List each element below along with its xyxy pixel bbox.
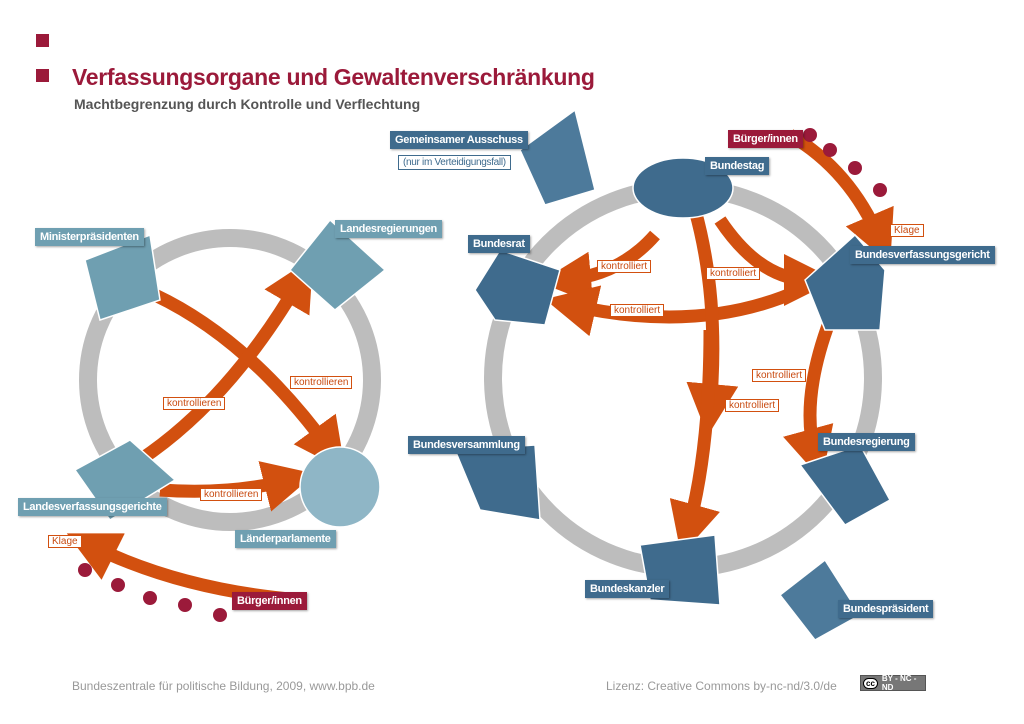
cc-terms: BY - NC - ND — [881, 674, 917, 692]
label-bundeskanzler: Bundeskanzler — [585, 580, 670, 598]
source-credit: Bundeszentrale für politische Bildung, 2… — [72, 679, 375, 693]
tag-kontrollieren: kontrollieren — [163, 397, 226, 410]
tag-klage-bund: Klage — [890, 224, 924, 237]
license-text: Lizenz: Creative Commons by-nc-nd/3.0/de — [606, 679, 837, 693]
bundesregierung-node — [798, 444, 892, 526]
label-landesverfassungsgerichte: Landesverfassungsgerichte — [18, 498, 167, 516]
cc-icon: cc — [863, 677, 878, 689]
landesregierungen-node — [288, 218, 387, 311]
label-bundesrat: Bundesrat — [468, 235, 530, 253]
label-bundestag: Bundestag — [705, 157, 770, 175]
accent-square — [36, 69, 49, 82]
bundesrat-node — [474, 249, 561, 326]
label-landesregierungen: Landesregierungen — [335, 220, 442, 238]
tag-klage: Klage — [48, 535, 82, 548]
arrow — [136, 257, 314, 466]
page-subtitle: Machtbegrenzung durch Kontrolle und Verf… — [74, 96, 421, 112]
label-laenderparlamente: Länderparlamente — [235, 530, 336, 548]
laenderparlamente-node — [299, 446, 381, 528]
laender-ring — [79, 229, 381, 531]
label-bundesverfassungsgericht: Bundesverfassungsgericht — [850, 246, 995, 264]
ministerpraesidenten-node — [84, 233, 161, 321]
tag-kontrolliert: kontrolliert — [706, 267, 761, 280]
tag-kontrolliert: kontrolliert — [610, 304, 665, 317]
citizens-icons — [78, 128, 887, 622]
label-gemeinsamer-ausschuss: Gemeinsamer Ausschuss — [390, 131, 528, 149]
tag-kontrollieren: kontrollieren — [290, 376, 353, 389]
label-ministerpraesidenten: Ministerpräsidenten — [35, 228, 144, 246]
gemeinsamer-ausschuss-node — [519, 108, 596, 206]
label-bundesversammlung: Bundesversammlung — [408, 436, 525, 454]
label-verteidigungsfall: (nur im Verteidigungsfall) — [398, 155, 511, 170]
label-buerger-bund: Bürger/innen — [728, 130, 803, 148]
arrow — [786, 129, 894, 264]
tag-kontrolliert: kontrolliert — [725, 399, 780, 412]
label-bundespraesident: Bundespräsident — [838, 600, 934, 618]
arrow — [539, 230, 660, 304]
arrow — [669, 329, 720, 556]
bundesversammlung-node — [453, 444, 541, 521]
arrow — [783, 317, 837, 481]
label-bundesregierung: Bundesregierung — [818, 433, 915, 451]
accent-square — [36, 34, 49, 47]
page-title: Verfassungsorgane und Gewaltenverschränk… — [72, 64, 595, 90]
tag-kontrolliert: kontrolliert — [597, 260, 652, 273]
label-buerger: Bürger/innen — [232, 592, 307, 610]
arrow — [544, 284, 803, 337]
tag-kontrollieren: kontrollieren — [200, 488, 263, 501]
tag-kontrolliert: kontrolliert — [752, 369, 807, 382]
arrow — [714, 216, 836, 306]
